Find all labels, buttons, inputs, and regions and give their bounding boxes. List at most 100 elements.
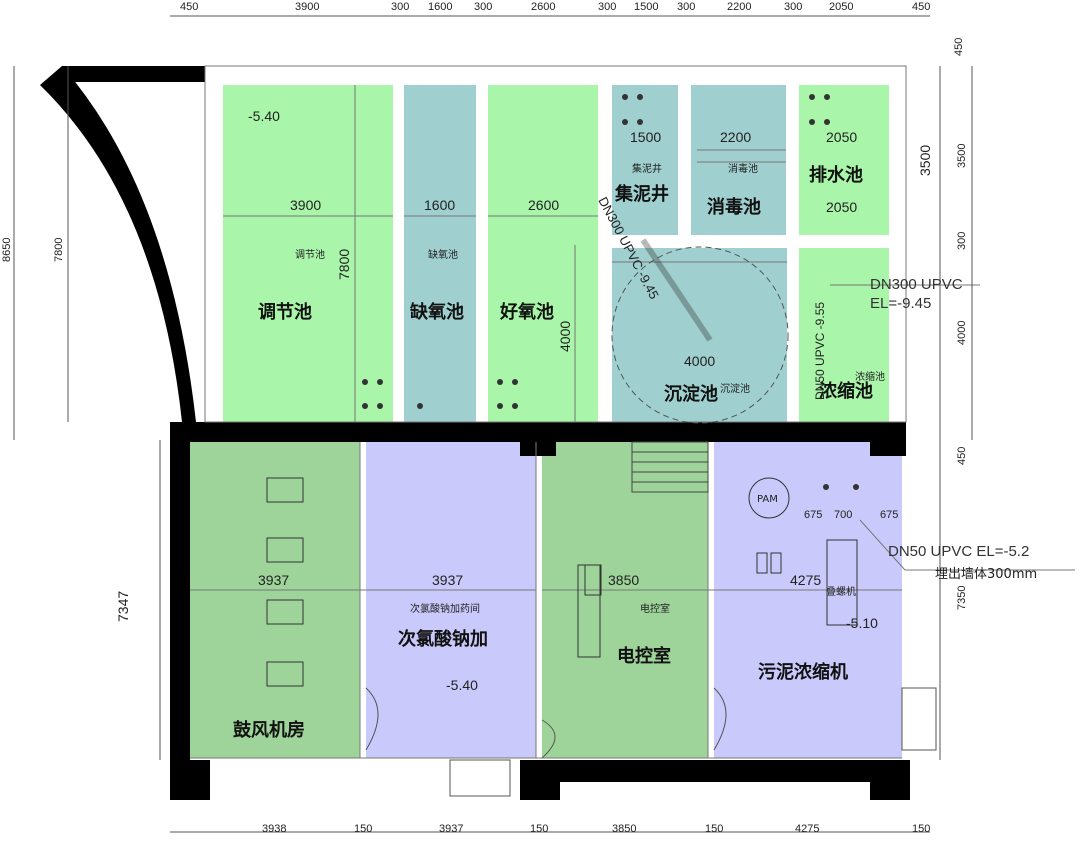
sludge-room-fill bbox=[714, 442, 902, 758]
dn300-right-label-2: EL=-9.45 bbox=[870, 295, 931, 312]
dn50-bottom-label: DN50 UPVC EL=-5.2 bbox=[888, 543, 1029, 560]
anoxic-small: 缺氧池 bbox=[428, 248, 458, 261]
bottom-right-wall bbox=[520, 760, 910, 782]
bottom-right-corner bbox=[870, 760, 910, 800]
bottom-dim-3: 150 bbox=[530, 823, 548, 835]
left-dim-0: 8650 bbox=[1, 238, 13, 262]
control-room-fill bbox=[542, 442, 708, 758]
top-dim-5: 2600 bbox=[531, 1, 555, 13]
regulation-height: 7800 bbox=[336, 249, 352, 280]
valve-icons bbox=[362, 94, 859, 490]
sludge-dim-3: 675 bbox=[880, 509, 898, 521]
top-dim-0: 450 bbox=[180, 1, 198, 13]
bottom-dim-2: 3937 bbox=[439, 823, 463, 835]
blower-name: 鼓风机房 bbox=[233, 719, 305, 741]
anoxic-width: 1600 bbox=[424, 197, 455, 213]
sludge-well-fill bbox=[612, 85, 678, 235]
sludge-well-name: 集泥井 bbox=[614, 183, 669, 205]
mid-wall bbox=[170, 422, 906, 442]
dn50-vert-label: DN50 UPVC -9.55 bbox=[813, 302, 827, 400]
thickener-name: 浓缩池 bbox=[819, 380, 873, 402]
pam-label: PAM bbox=[757, 494, 778, 505]
naclo-name: 次氯酸钠加 bbox=[398, 628, 488, 650]
sludge-well-width: 1500 bbox=[630, 129, 661, 145]
bottom-dim-5: 150 bbox=[705, 823, 723, 835]
top-dim-12: 450 bbox=[912, 1, 930, 13]
sedimentation-name: 沉淀池 bbox=[664, 383, 718, 405]
drain-tank-fill bbox=[799, 85, 889, 235]
right-dim-5: 450 bbox=[956, 447, 968, 465]
drain-name: 排水池 bbox=[809, 164, 863, 186]
dim-lines bbox=[13, 15, 973, 833]
naclo-level: -5.40 bbox=[446, 677, 478, 693]
regulation-width: 3900 bbox=[290, 197, 321, 213]
aerobic-height: 4000 bbox=[557, 321, 573, 352]
bottom-dim-0: 3938 bbox=[262, 823, 286, 835]
mid-col-2 bbox=[870, 440, 906, 456]
top-dim-4: 300 bbox=[474, 1, 492, 13]
control-width: 3850 bbox=[608, 572, 639, 588]
top-dim-9: 2200 bbox=[727, 1, 751, 13]
sludge-width: 4275 bbox=[790, 572, 821, 588]
right-dim-3: 300 bbox=[956, 232, 968, 250]
top-dim-8: 300 bbox=[677, 1, 695, 13]
right-dim-2: 3500 bbox=[956, 144, 968, 168]
anoxic-name: 缺氧池 bbox=[409, 301, 464, 323]
left-dim-2: 7347 bbox=[115, 591, 131, 622]
bottom-dim-1: 150 bbox=[354, 823, 372, 835]
naclo-width: 3937 bbox=[432, 572, 463, 588]
sludge-level: -5.10 bbox=[846, 615, 878, 631]
right-dim-6: 7350 bbox=[956, 586, 968, 610]
right-dim-1: 3500 bbox=[917, 145, 933, 176]
sludge-small: 叠螺机 bbox=[826, 585, 856, 598]
control-cabinet bbox=[577, 564, 602, 658]
blower-width: 3937 bbox=[258, 572, 289, 588]
outline-lines bbox=[190, 65, 907, 759]
disinfection-small: 消毒池 bbox=[728, 162, 758, 175]
sedimentation-width: 4000 bbox=[684, 353, 715, 369]
top-wall bbox=[62, 66, 205, 82]
blower-units bbox=[266, 477, 304, 687]
regulation-small: 调节池 bbox=[295, 248, 325, 261]
bottom-dim-7: 150 bbox=[912, 823, 930, 835]
top-dim-11: 2050 bbox=[829, 1, 853, 13]
right-dim-0: 450 bbox=[953, 38, 965, 56]
sedimentation-small: 沉淀池 bbox=[720, 382, 750, 395]
disinfection-tank-fill bbox=[691, 85, 786, 235]
top-dim-1: 3900 bbox=[295, 1, 319, 13]
sedimentation-tank-fill bbox=[612, 248, 787, 422]
sludge-dim-2: 700 bbox=[834, 509, 852, 521]
mid-col-1 bbox=[520, 440, 556, 456]
bottom-left-wall bbox=[170, 760, 210, 800]
top-dim-6: 300 bbox=[598, 1, 616, 13]
bottom-dim-4: 3850 bbox=[612, 823, 636, 835]
top-dim-10: 300 bbox=[784, 1, 802, 13]
dn50-leader bbox=[859, 519, 906, 571]
regulation-level: -5.40 bbox=[248, 108, 280, 124]
naclo-small: 次氯酸钠加药间 bbox=[410, 602, 480, 615]
left-wall bbox=[170, 422, 190, 800]
disinfection-name: 消毒池 bbox=[707, 196, 761, 218]
thickener-tank-fill bbox=[799, 248, 889, 422]
wall-note: 埋出墙体300mm bbox=[935, 567, 1037, 582]
left-dim-1: 7800 bbox=[53, 238, 65, 262]
top-dim-2: 300 bbox=[391, 1, 409, 13]
sludge-well-small: 集泥井 bbox=[632, 162, 662, 175]
top-dim-7: 1500 bbox=[634, 1, 658, 13]
top-dim-3: 1600 bbox=[428, 1, 452, 13]
doors bbox=[365, 687, 937, 797]
bottom-right-pier bbox=[520, 760, 560, 800]
right-dim-4: 4000 bbox=[956, 321, 968, 345]
regulation-tank-fill bbox=[223, 85, 393, 422]
sludge-dim-1: 675 bbox=[804, 509, 822, 521]
control-name: 电控室 bbox=[617, 645, 671, 667]
dn300-right-label-1: DN300 UPVC bbox=[870, 276, 963, 293]
control-small: 电控室 bbox=[640, 602, 670, 615]
sludge-name: 污泥浓缩机 bbox=[758, 661, 848, 683]
aerobic-width: 2600 bbox=[528, 197, 559, 213]
thickener-small: 浓缩池 bbox=[855, 370, 885, 383]
aerobic-tank-fill bbox=[488, 85, 598, 422]
bottom-dim-6: 4275 bbox=[795, 823, 819, 835]
